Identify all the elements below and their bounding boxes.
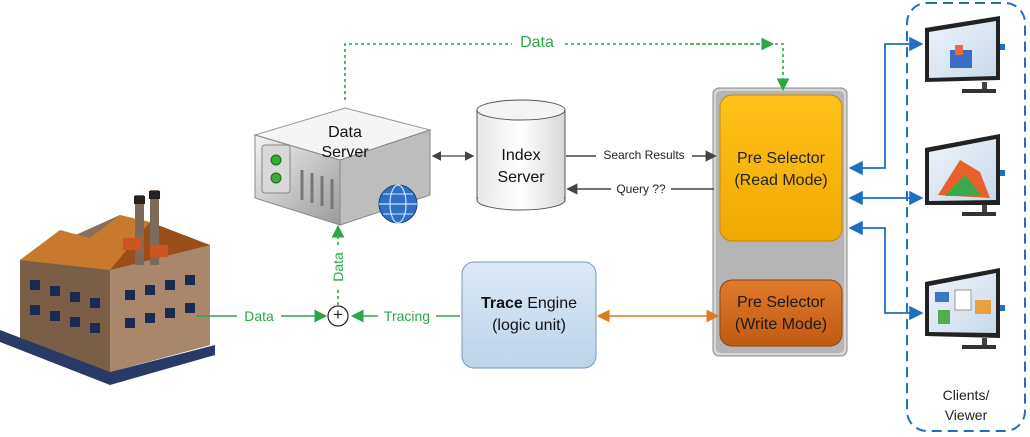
read-selector-line2: (Read Mode) [734,172,828,189]
write-selector-line2: (Write Mode) [734,316,828,333]
client-monitor-3-icon [925,268,1005,349]
edge-label-search-results: Search Results [596,147,692,163]
client-monitor-2-icon [925,134,1005,216]
read-selector-label: Pre Selector (Read Mode) [720,145,842,195]
read-selector-line1: Pre Selector [736,150,826,167]
trace-engine-rest: Engine [522,295,578,312]
index-server-line1: Index [501,147,541,164]
plus-node-symbol: + [333,305,343,324]
index-server-cylinder [476,99,566,211]
pre-selector-housing [712,87,848,357]
write-selector-label: Pre Selector (Write Mode) [720,289,842,339]
index-server-line2: Server [497,169,545,186]
plus-node [327,305,349,327]
data-server-line1: Data [328,124,362,141]
index-server-label: Index Server [478,142,564,192]
edge-label-query: Query ?? [611,181,671,197]
data-server-label: Data Server [305,118,385,168]
trace-engine-line1: Trace Engine [481,293,577,315]
edge-label-data-top: Data [512,33,562,53]
clients-line2: Viewer [944,407,988,423]
trace-engine-bold: Trace [480,295,523,312]
write-selector-line1: Pre Selector [736,294,826,311]
clients-region [906,2,1026,432]
clients-line1: Clients/ [942,387,990,403]
trace-engine-label: Trace Engine (logic unit) [462,290,596,340]
factory-icon [0,190,215,385]
client-monitor-1-icon [925,16,1005,93]
clients-label: Clients/ Viewer [912,383,1020,427]
trace-engine-line2: (logic unit) [492,317,566,334]
edge-label-tracing: Tracing [378,308,436,324]
trace-engine-box [461,261,597,369]
edge-read-client-1 [848,36,924,176]
edge-data-top [344,43,790,100]
data-server-line2: Server [321,144,369,161]
edge-label-data-vertical: Data [330,247,346,287]
edge-label-data-factory: Data [237,308,281,324]
edge-read-client-3 [848,220,924,321]
